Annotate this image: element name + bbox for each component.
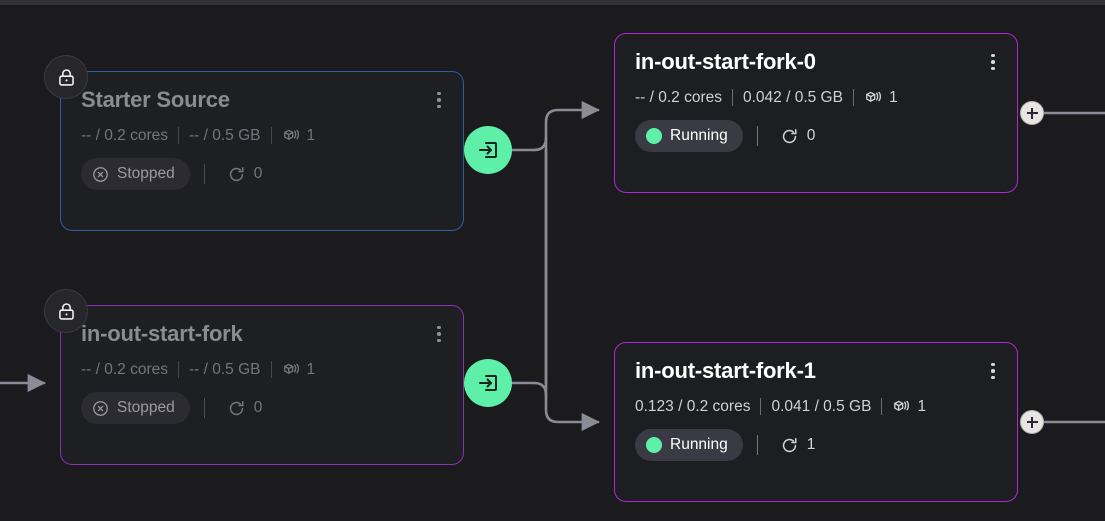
replica-count: 1 — [917, 397, 927, 415]
cpu-metric: 0.123 / 0.2 cores — [635, 397, 751, 415]
refresh-icon — [229, 166, 244, 181]
metric-divider — [270, 127, 272, 145]
node-in-out-start-fork[interactable]: in-out-start-fork -- / 0.2 cores -- / 0.… — [60, 305, 464, 465]
replica-count: 1 — [888, 88, 898, 106]
restart-count: 0 — [253, 165, 263, 183]
node-title: in-out-start-fork-1 — [635, 358, 816, 383]
replica-count: 1 — [306, 126, 316, 144]
restart-group: 0 — [756, 126, 816, 147]
status-badge: Running — [635, 429, 743, 462]
lock-icon — [58, 302, 74, 320]
status-divider — [203, 164, 205, 185]
node-status-row: Stopped 0 — [81, 392, 445, 425]
more-vertical-icon[interactable] — [429, 322, 449, 346]
more-vertical-icon[interactable] — [983, 359, 1003, 383]
node-metrics: 0.123 / 0.2 cores 0.041 / 0.5 GB 1 — [635, 397, 999, 416]
more-vertical-icon[interactable] — [983, 50, 1003, 74]
restart-group: 0 — [203, 164, 263, 185]
restart-group: 0 — [203, 398, 263, 419]
boxes-icon — [283, 129, 299, 141]
node-status-row: Stopped 0 — [81, 158, 445, 191]
memory-metric: -- / 0.5 GB — [189, 360, 261, 378]
refresh-icon — [229, 400, 244, 415]
log-in-icon — [479, 142, 497, 158]
lock-badge-starter-source[interactable] — [44, 55, 88, 99]
node-status-row: Running 0 — [635, 120, 999, 153]
status-divider — [756, 435, 758, 456]
memory-metric: 0.041 / 0.5 GB — [771, 397, 872, 415]
node-title: in-out-start-fork — [81, 321, 243, 346]
x-circle-icon — [93, 166, 108, 182]
lock-icon — [58, 68, 74, 86]
status-label: Stopped — [117, 165, 175, 183]
metric-divider — [270, 361, 272, 379]
status-badge: Stopped — [81, 392, 190, 425]
node-in-out-start-fork-1[interactable]: in-out-start-fork-1 0.123 / 0.2 cores 0.… — [614, 342, 1018, 502]
add-node-handle-bottom[interactable] — [1020, 410, 1044, 434]
boxes-icon — [283, 363, 299, 375]
node-starter-source[interactable]: Starter Source -- / 0.2 cores -- / 0.5 G… — [60, 71, 464, 231]
replica-count: 1 — [306, 360, 316, 378]
cpu-metric: -- / 0.2 cores — [81, 360, 168, 378]
refresh-icon — [782, 128, 797, 143]
status-divider — [203, 398, 205, 419]
restart-count: 0 — [253, 399, 263, 417]
status-label: Running — [670, 436, 728, 454]
cpu-metric: -- / 0.2 cores — [635, 88, 722, 106]
memory-metric: -- / 0.5 GB — [189, 126, 261, 144]
metric-divider — [881, 398, 883, 416]
boxes-icon — [866, 91, 881, 103]
node-metrics: -- / 0.2 cores -- / 0.5 GB 1 — [81, 126, 445, 145]
entry-handle-starter-source[interactable] — [464, 126, 512, 174]
status-label: Stopped — [117, 399, 175, 417]
metric-divider — [732, 89, 733, 107]
cpu-metric: -- / 0.2 cores — [81, 126, 168, 144]
status-badge: Running — [635, 120, 743, 153]
status-badge: Stopped — [81, 158, 190, 191]
x-circle-icon — [93, 400, 108, 416]
log-in-icon — [479, 375, 497, 391]
entry-handle-in-out-start-fork[interactable] — [464, 359, 512, 407]
restart-count: 0 — [806, 127, 816, 145]
add-node-handle-top[interactable] — [1020, 101, 1044, 125]
node-title: in-out-start-fork-0 — [635, 49, 816, 74]
restart-group: 1 — [756, 435, 816, 456]
metric-divider — [852, 89, 854, 107]
metric-divider — [178, 127, 179, 145]
edge-to-fork-1 — [532, 381, 600, 432]
status-divider — [756, 126, 758, 147]
edge-to-fork-0 — [532, 100, 600, 152]
node-title: Starter Source — [81, 87, 230, 112]
memory-metric: 0.042 / 0.5 GB — [743, 88, 843, 106]
more-vertical-icon[interactable] — [429, 88, 449, 112]
node-in-out-start-fork-0[interactable]: in-out-start-fork-0 -- / 0.2 cores 0.042… — [614, 33, 1018, 193]
boxes-icon — [894, 400, 910, 412]
status-dot-icon — [646, 437, 662, 454]
lock-badge-in-out-start-fork[interactable] — [44, 289, 88, 333]
metric-divider — [178, 361, 179, 379]
node-status-row: Running 1 — [635, 429, 999, 462]
top-divider — [0, 0, 1105, 5]
refresh-icon — [782, 437, 797, 452]
status-dot-icon — [646, 128, 662, 145]
restart-count: 1 — [806, 436, 816, 454]
status-label: Running — [670, 127, 728, 145]
node-metrics: -- / 0.2 cores 0.042 / 0.5 GB 1 — [635, 88, 999, 107]
node-metrics: -- / 0.2 cores -- / 0.5 GB 1 — [81, 360, 445, 379]
metric-divider — [760, 398, 762, 416]
